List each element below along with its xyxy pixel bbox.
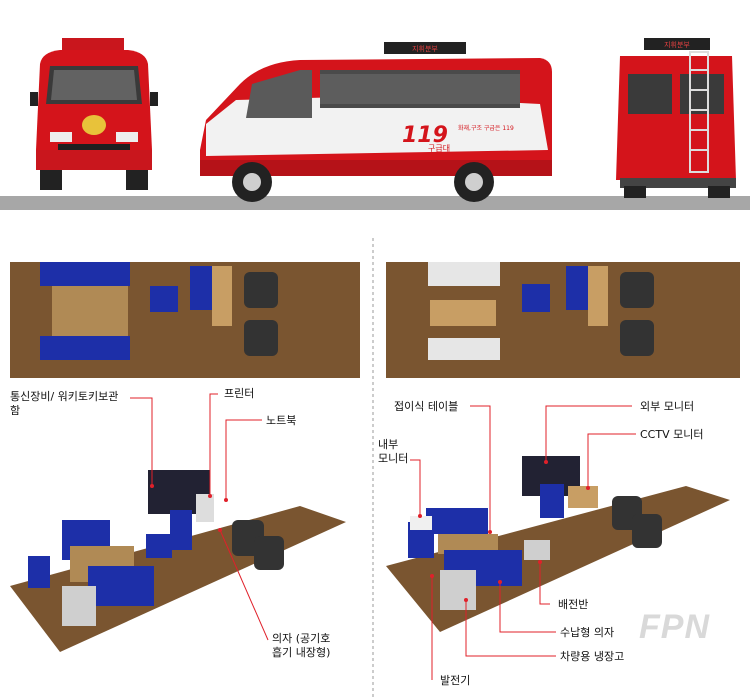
side-number-text: 119	[402, 123, 448, 148]
vehicle-front-view	[30, 38, 158, 190]
right-leader-lines	[410, 405, 636, 680]
left-interior-3d	[10, 470, 346, 652]
right-floor-plan	[386, 262, 740, 378]
label-fridge: 차량용 냉장고	[560, 650, 625, 663]
fpn-watermark: FPN	[639, 608, 710, 646]
label-storage-chair: 수납형 의자	[560, 626, 615, 639]
label-generator: 발전기	[440, 674, 471, 687]
right-interior-3d	[386, 456, 730, 632]
label-folding-table: 접이식 테이블	[394, 400, 459, 413]
label-external-monitor: 외부 모니터	[640, 400, 695, 413]
vehicle-side-view: 지휘분부 119 구급대 화재,구조 구급은 119	[200, 42, 552, 202]
label-printer: 프린터	[224, 387, 255, 400]
left-leader-lines	[130, 393, 269, 641]
label-chair: 의자 (공기호흡기 내장형)	[272, 632, 331, 659]
label-comm-storage: 통신장비/ 워키토키보관함	[10, 390, 119, 417]
vehicle-rear-view: 지휘분부	[616, 38, 736, 198]
left-floor-plan	[10, 262, 360, 378]
side-phone-text: 화재,구조 구급은 119	[458, 124, 514, 132]
label-internal-monitor: 내부 모니터	[378, 438, 409, 465]
label-distribution-panel: 배전반	[558, 598, 589, 611]
label-laptop: 노트북	[266, 414, 297, 427]
ground-strip	[0, 196, 750, 210]
rear-sign-text: 지휘분부	[664, 40, 690, 49]
label-cctv-monitor: CCTV 모니터	[640, 428, 704, 441]
side-unit-text: 구급대	[428, 144, 450, 153]
roof-sign-text: 지휘분부	[412, 44, 438, 53]
